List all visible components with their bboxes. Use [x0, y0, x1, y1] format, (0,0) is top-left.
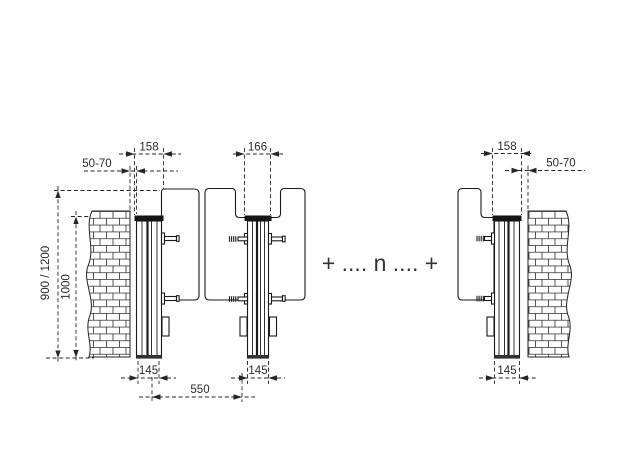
dim-label-right-wall-gap: 50-70 [546, 158, 575, 170]
dim-label-right-post-bottom-width: 145 [497, 365, 516, 377]
middle-upper-bracket-left [228, 232, 249, 245]
ext-lines-550 [151, 373, 243, 402]
right-lower-bracket [476, 292, 496, 305]
right-floor-bracket [486, 316, 495, 337]
left-floor-bracket [161, 316, 170, 337]
dim-label-middle-post-bottom-width: 145 [248, 365, 267, 377]
dim-label-overall-height: 900 / 1200 [40, 246, 52, 300]
right-brick-wall-pattern [528, 211, 572, 357]
middle-left-glass-leaf [204, 187, 249, 301]
right-post-body [493, 220, 521, 359]
middle-post-cap [244, 215, 272, 221]
right-upper-bracket [476, 232, 496, 245]
left-brick-wall-pattern [86, 211, 130, 357]
right-module [457, 187, 572, 359]
left-upper-bracket [160, 232, 180, 245]
ext-lines-right-145 [494, 361, 520, 384]
ext-lines-middle-145 [247, 361, 269, 384]
left-post-cap [134, 215, 164, 221]
dim-label-passage-width: 550 [190, 384, 209, 396]
dim-label-left-post-bottom-width: 145 [139, 365, 158, 377]
module-repeat-label: + .... n .... + [322, 250, 438, 276]
middle-floor-bracket-right [268, 316, 278, 337]
left-lower-bracket [160, 292, 180, 305]
dim-label-left-wall-gap: 50-70 [82, 158, 111, 170]
left-post-base [136, 355, 162, 358]
left-post-body [135, 220, 163, 359]
middle-lower-bracket-left [228, 292, 249, 305]
right-glass-leaf [457, 187, 495, 301]
left-module [86, 188, 200, 359]
middle-module [204, 187, 306, 359]
dim-label-middle-post-top-width: 166 [248, 142, 267, 154]
middle-upper-bracket-right [267, 232, 286, 245]
right-post-cap [492, 215, 522, 221]
middle-post-profile-lines [252, 221, 265, 358]
right-post-base [494, 355, 520, 358]
middle-right-glass-leaf [267, 187, 306, 301]
ext-lines-left-145 [137, 361, 160, 384]
left-glass-leaf [160, 188, 200, 301]
ext-lines-left-158 [134, 148, 164, 215]
right-post-profile-lines [498, 221, 515, 358]
dim-label-right-post-top-width: 158 [497, 141, 516, 153]
ext-lines-right-158 [492, 148, 522, 215]
dim-label-post-height: 1000 [61, 274, 73, 300]
left-post-profile-lines [141, 221, 158, 358]
middle-floor-bracket-left [239, 316, 248, 337]
dimension-lines [46, 148, 585, 402]
middle-post-base [247, 355, 269, 358]
middle-lower-bracket-right [267, 292, 286, 305]
dim-label-left-post-top-width: 158 [139, 142, 158, 154]
ext-lines-middle-166 [244, 148, 271, 215]
dimension-labels: 158 50-70 166 158 50-70 900 / 1200 1000 … [40, 141, 576, 396]
